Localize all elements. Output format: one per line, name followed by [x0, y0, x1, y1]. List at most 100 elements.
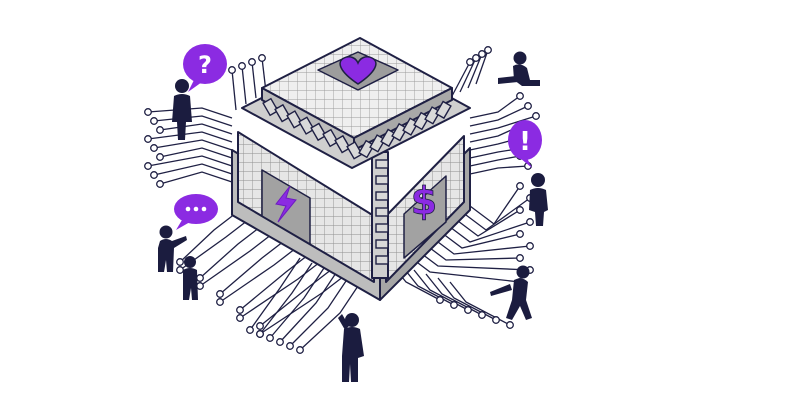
chip-pin	[346, 141, 363, 160]
trace-end-node	[144, 135, 152, 143]
circuit-trace	[451, 61, 471, 97]
circuit-trace	[249, 257, 301, 331]
trace-end-node	[526, 242, 534, 250]
trace-end-node	[532, 112, 540, 120]
circuit-trace	[299, 282, 361, 351]
trace-end-node	[464, 306, 472, 314]
trace-end-node	[524, 102, 532, 110]
trace-end-node	[478, 50, 486, 58]
circuit-trace	[475, 49, 489, 85]
circuit-trace	[219, 237, 289, 295]
svg-text:$: $	[411, 179, 437, 223]
trace-end-node	[516, 230, 524, 238]
circuit-trace	[289, 277, 349, 347]
circuit-trace	[179, 209, 241, 263]
person-pulling-wire-right	[490, 265, 532, 320]
lightning-bolt-icon	[275, 185, 297, 223]
chip-pin	[402, 117, 419, 136]
ellipsis-speech-bubble	[174, 194, 218, 230]
microchip	[231, 37, 471, 301]
trace-end-node	[516, 206, 524, 214]
trace-end-node	[256, 330, 264, 338]
chip-pin	[369, 134, 386, 153]
trace-end-node	[436, 296, 444, 304]
circuit-trace	[453, 209, 521, 237]
circuit-trace	[279, 272, 337, 343]
circuit-trace	[199, 223, 265, 279]
chip-pin	[358, 139, 375, 159]
trace-end-node	[296, 346, 304, 354]
circuit-trace	[231, 69, 237, 111]
trace-end-node	[484, 46, 492, 54]
trace-end-node	[150, 171, 158, 179]
trace-end-node	[506, 321, 514, 329]
chip-pin	[435, 100, 452, 120]
circuit-trace	[469, 165, 529, 175]
trace-end-node	[144, 162, 152, 170]
trace-end-node	[516, 182, 524, 190]
circuit-trace	[147, 131, 233, 143]
circuit-trace	[219, 244, 301, 303]
chip-pin	[298, 116, 315, 135]
chip-pin	[322, 128, 339, 148]
circuit-trace	[147, 155, 233, 167]
trace-end-node	[248, 58, 256, 66]
trace-end-node	[228, 66, 236, 74]
chip-pin	[375, 159, 389, 169]
chip-pin	[375, 223, 389, 233]
trace-end-node	[176, 258, 184, 266]
person-standing-right	[529, 173, 548, 226]
circuit-trace	[469, 185, 521, 225]
chip-pin	[424, 106, 441, 125]
circuit-trace	[159, 171, 233, 185]
trace-end-node	[150, 117, 158, 125]
circuit-trace	[437, 229, 521, 249]
exclamation-mark-icon: !	[519, 127, 531, 157]
trace-end-node	[156, 180, 164, 188]
chip-pin	[262, 97, 279, 117]
circuit-trace	[469, 115, 537, 135]
chip-pins	[262, 97, 452, 265]
people	[158, 51, 548, 382]
circuit-trace	[269, 267, 325, 339]
circuit-trace	[259, 262, 313, 335]
circuit-trace	[159, 123, 233, 135]
trace-end-node	[156, 126, 164, 134]
person-thinking-top-left	[172, 79, 192, 140]
circuit-trace	[153, 139, 233, 151]
person-scratching-head-bottom	[338, 313, 364, 382]
circuit-trace	[239, 251, 313, 311]
chip-pin	[413, 111, 430, 131]
circuit-trace	[461, 197, 531, 231]
trace-end-node	[266, 334, 274, 342]
trace-end-node	[196, 274, 204, 282]
trace-end-node	[238, 62, 246, 70]
circuit-trace	[147, 107, 233, 119]
chip-pin	[334, 134, 351, 154]
person-sitting-top-right	[498, 51, 540, 86]
ellipsis-icon	[185, 206, 191, 212]
chip-pin	[274, 103, 291, 123]
circuit-trace	[153, 163, 233, 176]
exclamation-speech-bubble: !	[508, 120, 542, 168]
question-mark-icon: ?	[198, 51, 212, 79]
trace-end-node	[246, 326, 254, 334]
circuit-trace	[251, 61, 257, 99]
circuit-trace	[445, 221, 531, 243]
trace-end-node	[516, 92, 524, 100]
chip-pin	[391, 122, 408, 142]
trace-end-node	[216, 298, 224, 306]
trace-end-node	[276, 338, 284, 346]
chip-pin	[375, 191, 389, 201]
trace-end-node	[492, 316, 500, 324]
circuit-trace	[239, 258, 325, 319]
circuit-trace	[159, 147, 233, 159]
person-small-left	[183, 256, 198, 300]
circuit-trace	[199, 230, 277, 287]
person-pointing-left	[158, 225, 187, 272]
trace-end-node	[176, 266, 184, 274]
trace-end-node	[466, 58, 474, 66]
question-speech-bubble: ?	[183, 44, 227, 92]
